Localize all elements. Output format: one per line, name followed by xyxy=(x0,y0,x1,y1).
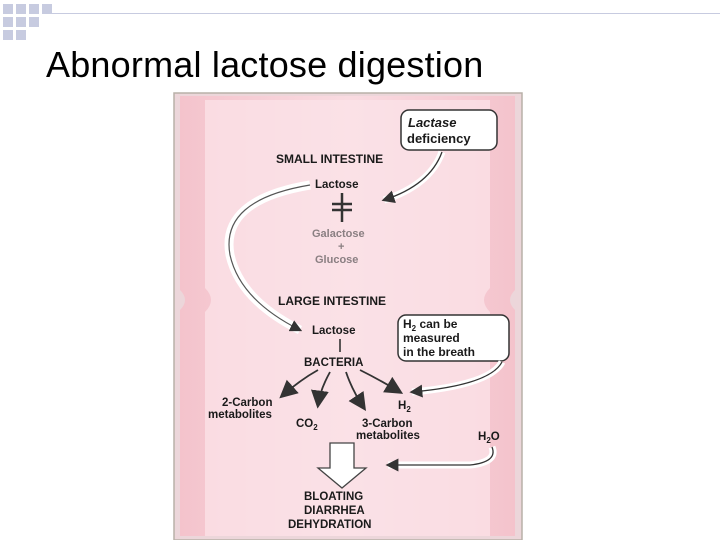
small-intestine-label: SMALL INTESTINE xyxy=(276,152,383,166)
decor-square xyxy=(29,17,39,27)
decor-square xyxy=(16,17,26,27)
decor-square xyxy=(42,4,52,14)
h2-arrow xyxy=(409,361,503,398)
glucose-label: Glucose xyxy=(315,254,358,266)
two-carbon-metabolites: metabolites xyxy=(208,409,272,421)
blocked-conversion-icon xyxy=(332,193,352,222)
decor-square xyxy=(3,4,13,14)
decor-square xyxy=(29,4,39,14)
h2-callout-h: H xyxy=(403,317,412,331)
h2-callout-line3: in the breath xyxy=(403,345,475,359)
title-rule xyxy=(48,13,720,14)
lactase-deficiency-callout: Lactase deficiency xyxy=(400,109,498,151)
three-carbon-label: 3-Carbon xyxy=(362,418,412,430)
h2-breath-callout: H2 can be measured in the breath xyxy=(397,314,510,362)
h2-callout-sub: 2 xyxy=(412,324,417,333)
h2-label: H2 xyxy=(398,400,411,414)
bacteria-products-arrows xyxy=(279,369,404,411)
lactose-top-label: Lactose xyxy=(315,179,358,191)
slide-title: Abnormal lactose digestion xyxy=(46,44,484,85)
decor-square xyxy=(16,30,26,40)
title-decoration xyxy=(0,0,720,40)
co2-label: CO2 xyxy=(296,418,318,432)
water-arrow xyxy=(385,446,494,472)
h2-callout-rest: can be xyxy=(416,317,458,331)
decor-square xyxy=(3,17,13,27)
lactose-bottom-label: Lactose xyxy=(312,325,355,337)
two-carbon-label: 2-Carbon xyxy=(222,397,272,409)
h2-callout-line2: measured xyxy=(403,331,460,345)
intestine-inner xyxy=(205,100,490,536)
bacteria-label: BACTERIA xyxy=(304,357,363,369)
symptoms-down-arrow xyxy=(316,442,368,489)
three-carbon-metabolites: metabolites xyxy=(356,430,420,442)
decor-square xyxy=(16,4,26,14)
plus-label: + xyxy=(338,241,344,253)
h2o-label: H2O xyxy=(478,431,500,445)
lactase-arrow xyxy=(381,151,443,203)
lactase-label: Lactase xyxy=(408,115,456,130)
large-intestine-label: LARGE INTESTINE xyxy=(278,294,386,308)
lactose-passage-outline xyxy=(228,184,311,332)
h2-callout-line1: H2 can be xyxy=(403,317,458,333)
outcome-dehydration: DEHYDRATION xyxy=(288,519,371,531)
deficiency-label: deficiency xyxy=(407,131,471,146)
galactose-label: Galactose xyxy=(312,228,365,240)
outcome-bloating: BLOATING xyxy=(304,491,363,503)
outcome-diarrhea: DIARRHEA xyxy=(304,505,365,517)
decor-square xyxy=(3,30,13,40)
